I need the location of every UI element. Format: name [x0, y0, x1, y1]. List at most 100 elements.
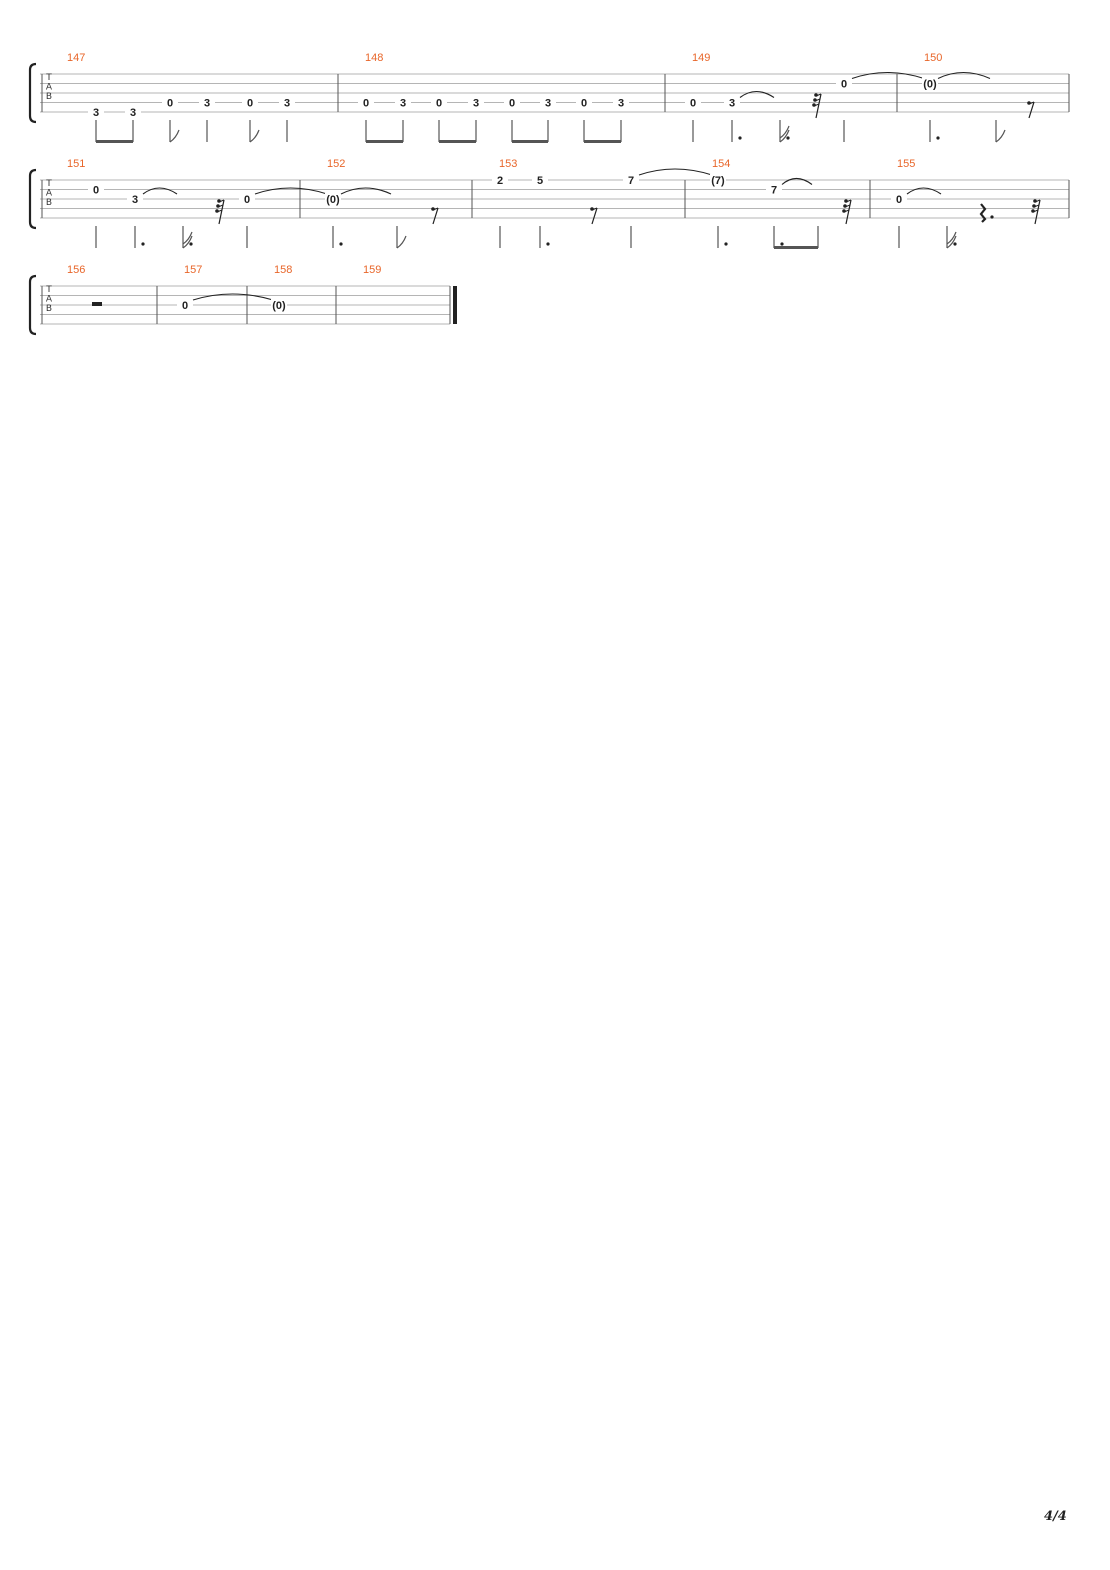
fret-number: 0 [509, 98, 515, 110]
measure-150: 150(0) [922, 52, 1035, 143]
tab-clef-letter: B [46, 304, 52, 314]
beam [439, 140, 476, 143]
fret-backdrop [177, 299, 193, 311]
thirty-second-rest [1031, 199, 1041, 225]
eighth-rest [1027, 101, 1035, 119]
fret-backdrop [239, 193, 255, 205]
fret-backdrop [532, 174, 548, 186]
tie-arc [638, 168, 713, 176]
fret-backdrop [279, 96, 295, 109]
fret-backdrop [766, 183, 782, 196]
measure-159: 159 [363, 264, 381, 276]
tab-clef-letter: T [45, 73, 52, 83]
fret-number: (0) [923, 79, 937, 91]
tie-arc [906, 187, 942, 195]
fret-number: 0 [247, 98, 253, 110]
fret-number: 3 [284, 98, 290, 110]
fret-number: 0 [244, 194, 250, 206]
fret-number: 7 [628, 175, 634, 187]
fret-backdrop [492, 174, 508, 186]
fret-number: 3 [132, 194, 138, 206]
system-bracket [28, 168, 37, 230]
note-flag [779, 129, 790, 143]
eighth-rest [590, 207, 598, 225]
fret-backdrop [88, 183, 104, 196]
beam [96, 140, 133, 143]
fret-backdrop [623, 174, 639, 186]
eighth-rest [431, 207, 439, 225]
duration-dot [738, 136, 742, 140]
fret-backdrop [540, 96, 556, 109]
fret-backdrop [358, 96, 374, 109]
measure-158: 158(0) [271, 264, 292, 312]
fret-backdrop [613, 96, 629, 109]
fret-backdrop [162, 96, 178, 109]
note-flag [946, 235, 957, 249]
fret-backdrop [325, 193, 341, 205]
measure-number: 159 [363, 264, 381, 276]
note-flag [779, 125, 790, 139]
tie-arc [781, 177, 813, 185]
note-flag [396, 235, 407, 249]
beam [366, 140, 403, 143]
fret-backdrop [468, 96, 484, 109]
fret-number: 3 [130, 107, 136, 119]
measure-number: 149 [692, 52, 710, 64]
note-flag [249, 129, 260, 143]
rest-dot [990, 215, 994, 219]
tab-clef-letter: T [45, 285, 52, 295]
fret-number: 7 [771, 185, 777, 197]
measure-number: 153 [499, 158, 517, 170]
tie-arc [937, 71, 991, 80]
duration-dot [953, 242, 957, 246]
fret-number: 3 [618, 98, 624, 110]
note-flag [182, 235, 193, 249]
fret-backdrop [271, 299, 287, 311]
tie-arc [851, 72, 925, 80]
final-barline [453, 286, 457, 324]
fret-number: 0 [841, 79, 847, 91]
fret-backdrop [431, 96, 447, 109]
measure-number: 154 [712, 158, 730, 170]
tab-clef-letter: B [46, 198, 52, 208]
fret-number: 0 [167, 98, 173, 110]
duration-dot [724, 242, 728, 246]
fret-number: 3 [204, 98, 210, 110]
note-flag [946, 231, 957, 245]
fret-number: (7) [711, 175, 725, 187]
fret-number: 3 [93, 107, 99, 119]
fret-backdrop [504, 96, 520, 109]
fret-backdrop [242, 96, 258, 109]
tab-clef-letter: T [45, 179, 52, 189]
tie-arc [142, 187, 178, 195]
note-flag [182, 231, 193, 245]
fret-backdrop [88, 106, 104, 118]
measure-number: 156 [67, 264, 85, 276]
fret-backdrop [125, 106, 141, 118]
fret-backdrop [891, 193, 907, 205]
fret-number: 0 [581, 98, 587, 110]
tie-arc [254, 187, 328, 195]
quarter-rest [979, 203, 987, 223]
tie-arc [340, 187, 392, 195]
measure-number: 151 [67, 158, 85, 170]
beam [584, 140, 621, 143]
half-rest [92, 302, 102, 306]
fret-backdrop [199, 96, 215, 109]
note-flag [169, 129, 180, 143]
thirty-second-rest [842, 199, 852, 225]
duration-dot [189, 242, 193, 246]
duration-dot [546, 242, 550, 246]
fret-number: 0 [363, 98, 369, 110]
beam [774, 246, 818, 249]
fret-number: (0) [326, 194, 340, 206]
duration-dot [141, 242, 145, 246]
fret-backdrop [395, 96, 411, 109]
fret-number: 3 [729, 98, 735, 110]
